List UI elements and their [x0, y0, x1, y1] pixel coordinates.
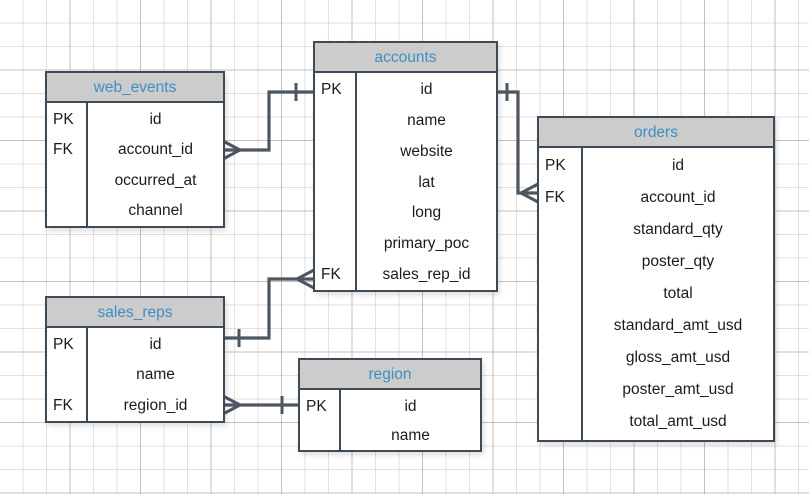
field-web_events-id[interactable]: id	[149, 111, 162, 129]
field-accounts-long[interactable]: long	[411, 204, 442, 222]
crowsfoot-many-marker	[520, 182, 539, 204]
key-label-accounts-id: PK	[321, 81, 342, 99]
field-sales_reps-name[interactable]: name	[136, 366, 175, 384]
relationship-accounts-to-orders[interactable]	[498, 83, 539, 204]
crowsfoot-many-marker	[296, 268, 315, 290]
field-orders-poster_amt_usd[interactable]: poster_amt_usd	[622, 381, 734, 398]
field-accounts-name[interactable]: name	[407, 112, 446, 130]
key-label-orders-standard_amt_usd	[539, 310, 581, 342]
field-orders-id[interactable]: id	[671, 157, 685, 174]
field-orders-standard_qty[interactable]: standard_qty	[633, 221, 723, 238]
key-label-orders-id: PK	[545, 157, 566, 174]
key-column-sales_reps: PK FK	[47, 328, 88, 421]
key-label-orders-account_id: FK	[545, 189, 565, 206]
field-column-region: id name	[341, 390, 480, 450]
field-web_events-channel[interactable]: channel	[128, 201, 183, 219]
key-column-accounts: PK FK	[315, 73, 357, 290]
key-label-region-id: PK	[306, 397, 327, 415]
key-label-region-name	[300, 421, 339, 450]
key-label-orders-poster_amt_usd	[539, 374, 581, 406]
field-orders-standard_amt_usd[interactable]: standard_amt_usd	[613, 317, 743, 334]
key-column-orders: PK FK	[539, 148, 583, 440]
key-label-accounts-name	[315, 106, 355, 137]
field-orders-account_id[interactable]: account_id	[640, 189, 716, 206]
entity-title-region: region	[300, 360, 480, 390]
key-label-accounts-long	[315, 198, 355, 229]
key-label-accounts-lat	[315, 167, 355, 198]
crowsfoot-many-marker	[222, 139, 241, 161]
entity-title-sales_reps: sales_reps	[47, 298, 223, 328]
entity-title-orders: orders	[539, 118, 773, 148]
field-accounts-lat[interactable]: lat	[418, 173, 435, 191]
key-label-sales_reps-name	[47, 360, 86, 390]
field-accounts-id[interactable]: id	[420, 81, 433, 99]
field-accounts-website[interactable]: website	[400, 142, 453, 160]
key-column-region: PK	[300, 390, 341, 450]
key-label-orders-total_amt_usd	[539, 406, 581, 438]
field-sales_reps-id[interactable]: id	[149, 336, 162, 354]
connector-line	[225, 90, 313, 152]
key-label-web_events-id: PK	[53, 111, 74, 129]
field-orders-total_amt_usd[interactable]: total_amt_usd	[629, 413, 727, 430]
relationship-web-events-to-accounts[interactable]	[222, 83, 313, 161]
entity-body-sales_reps: PK FK id name region_id	[47, 328, 223, 421]
field-orders-gloss_amt_usd[interactable]: gloss_amt_usd	[625, 349, 731, 366]
field-web_events-occurred_at[interactable]: occurred_at	[114, 171, 197, 189]
key-label-web_events-channel	[47, 196, 86, 226]
key-label-web_events-account_id: FK	[53, 141, 73, 159]
crowsfoot-many-marker	[222, 394, 241, 416]
key-label-web_events-occurred_at	[47, 166, 86, 196]
entity-title-accounts: accounts	[315, 43, 496, 73]
key-column-web_events: PK FK	[47, 103, 88, 226]
field-web_events-account_id[interactable]: account_id	[118, 141, 193, 159]
field-orders-poster_qty[interactable]: poster_qty	[641, 253, 715, 270]
key-label-accounts-primary_poc	[315, 229, 355, 260]
key-label-orders-poster_qty	[539, 246, 581, 278]
entity-body-region: PK id name	[300, 390, 480, 450]
field-accounts-sales_rep_id[interactable]: sales_rep_id	[382, 265, 471, 283]
relationship-sales-reps-to-region[interactable]	[222, 394, 298, 416]
key-label-sales_reps-region_id: FK	[53, 396, 73, 414]
field-region-name[interactable]: name	[391, 426, 430, 444]
key-label-orders-gloss_amt_usd	[539, 342, 581, 374]
key-label-sales_reps-id: PK	[53, 336, 74, 354]
field-column-sales_reps: id name region_id	[88, 328, 223, 421]
connector-line	[225, 277, 313, 340]
relationship-sales-reps-to-accounts[interactable]	[225, 268, 315, 347]
field-accounts-primary_poc[interactable]: primary_poc	[383, 234, 470, 252]
key-label-accounts-sales_rep_id: FK	[321, 265, 341, 283]
connector-line	[498, 90, 537, 195]
key-label-orders-standard_qty	[539, 214, 581, 246]
field-column-accounts: id name website lat long primary_poc sales_rep…	[357, 73, 496, 290]
key-label-accounts-website	[315, 136, 355, 167]
entity-title-web_events: web_events	[47, 73, 223, 103]
field-orders-total[interactable]: total	[663, 285, 693, 302]
field-region-id[interactable]: id	[404, 397, 417, 415]
field-sales_reps-region_id[interactable]: region_id	[123, 396, 188, 414]
key-label-orders-total	[539, 278, 581, 310]
